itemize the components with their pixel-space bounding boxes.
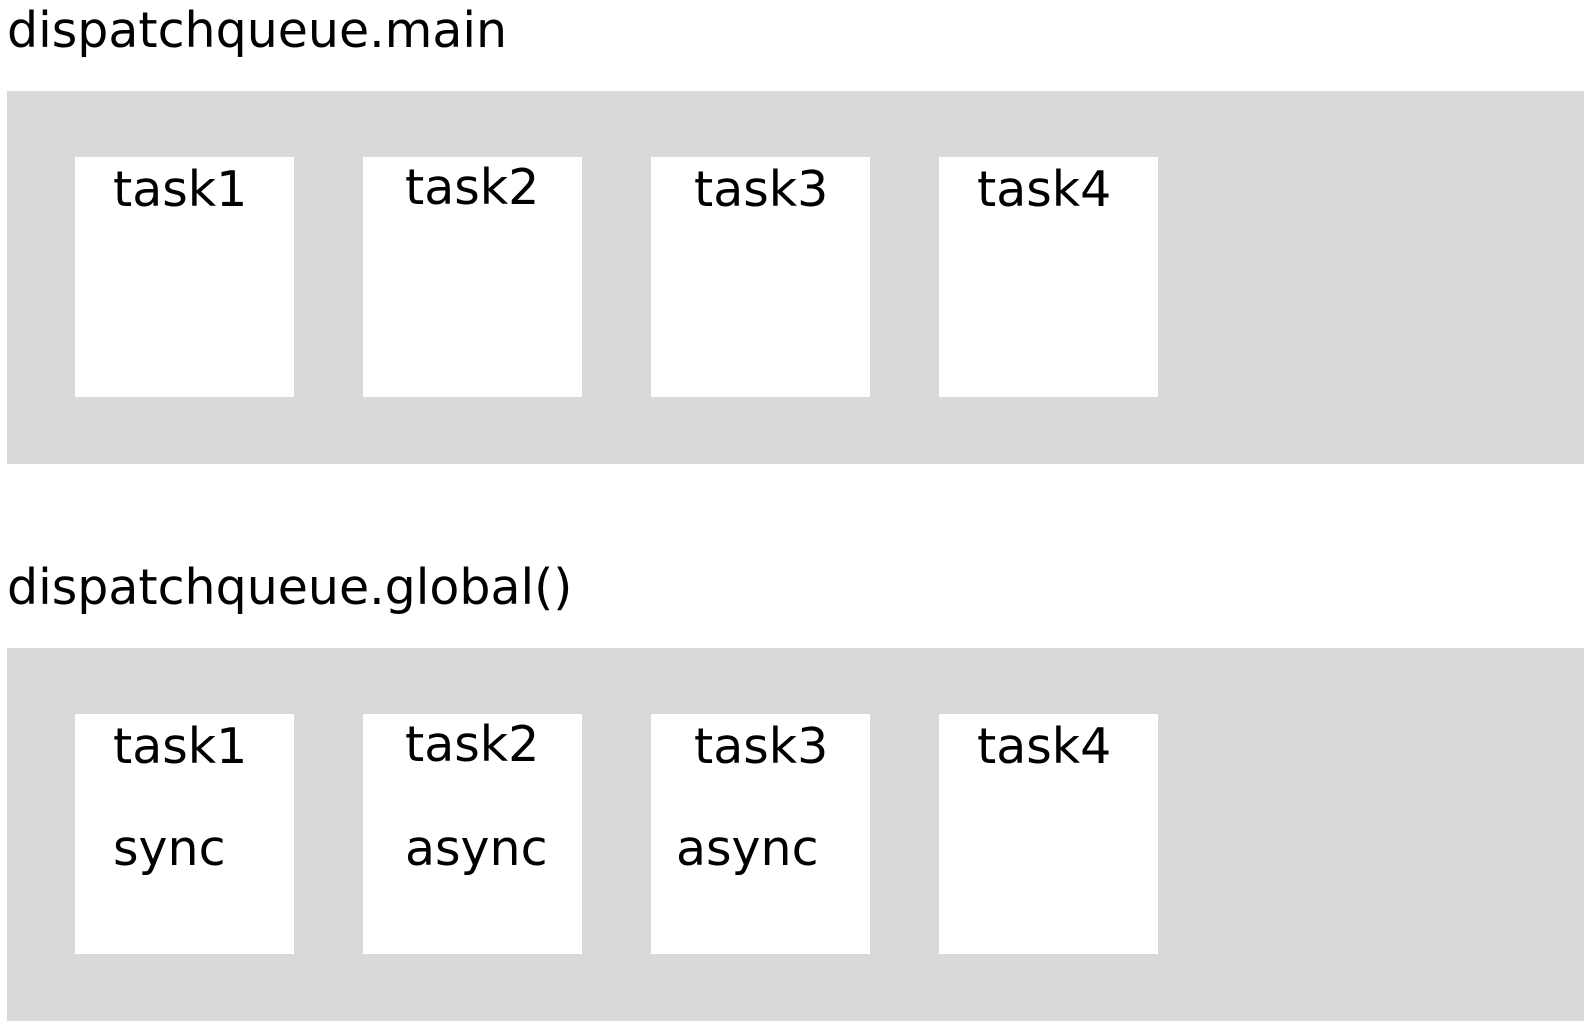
task-label: task2 xyxy=(405,159,540,216)
task-label: task2 xyxy=(405,716,540,773)
main-task-box-4: task4 xyxy=(939,157,1158,397)
task-label: task1 xyxy=(113,718,248,775)
main-task-box-3: task3 xyxy=(651,157,870,397)
main-queue-panel: task1 task2 task3 task4 xyxy=(7,91,1584,464)
global-task-box-3: task3 async xyxy=(651,714,870,954)
global-task-box-2: task2 async xyxy=(363,714,582,954)
main-task-box-2: task2 xyxy=(363,157,582,397)
task-label: task4 xyxy=(977,718,1112,775)
task-mode-label: async xyxy=(405,820,548,877)
global-queue-title: dispatchqueue.global() xyxy=(7,559,573,616)
global-task-box-4: task4 xyxy=(939,714,1158,954)
global-queue-panel: task1 sync task2 async task3 async task4 xyxy=(7,648,1584,1021)
task-label: task3 xyxy=(694,161,829,218)
task-mode-label: sync xyxy=(113,820,226,877)
main-task-box-1: task1 xyxy=(75,157,294,397)
task-label: task1 xyxy=(113,161,248,218)
global-task-box-1: task1 sync xyxy=(75,714,294,954)
task-label: task4 xyxy=(977,161,1112,218)
main-queue-title: dispatchqueue.main xyxy=(7,2,508,59)
task-mode-label: async xyxy=(676,820,819,877)
task-label: task3 xyxy=(694,718,829,775)
